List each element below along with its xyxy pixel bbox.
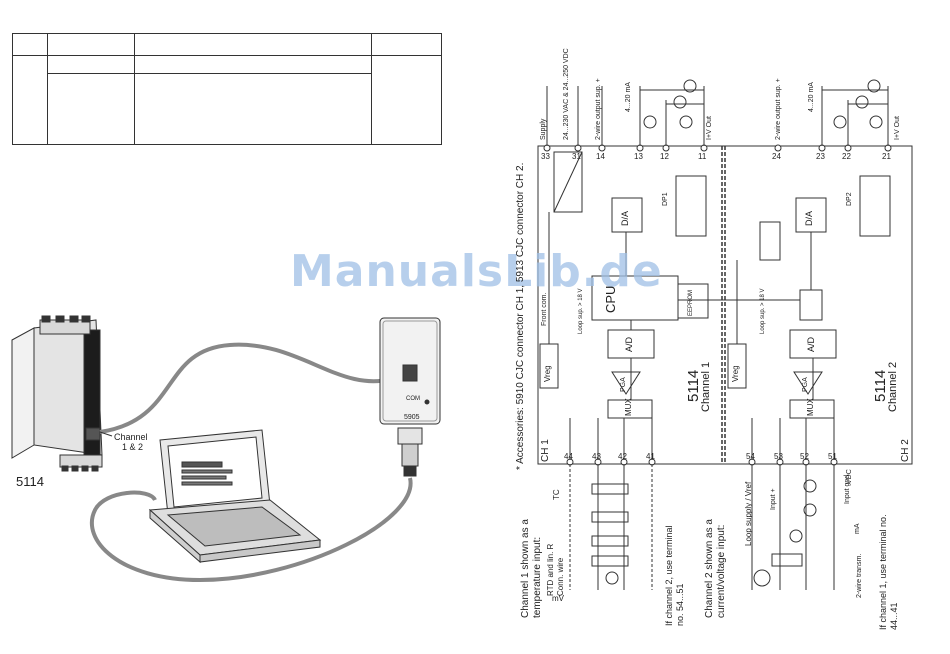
channel2-text: Channel 2 (887, 361, 899, 412)
vreg-label-ch1: Vreg (543, 365, 552, 382)
supply-label: Supply (540, 118, 547, 140)
accessories-note: * Accessories: 5910 CJC connector CH 1, … (515, 162, 526, 470)
ch2-note: Channel 2 shown as a current/voltage inp… (704, 519, 728, 618)
terminal-31: 31 (572, 152, 581, 161)
terminal-13: 13 (634, 152, 643, 161)
ch1-label: CH 1 (540, 439, 551, 462)
terminal-51: 51 (828, 452, 837, 461)
terminal-24: 24 (772, 152, 781, 161)
if-ch2-note: If channel 2, use terminal no. 54...51 (664, 525, 685, 626)
ch1-note-line2: temperature input: (532, 536, 543, 618)
loop-vref: Loop supply / Vref (744, 481, 753, 546)
ch1-conn: Conn. wire (556, 557, 565, 596)
mux-label-ch1: MUX (624, 398, 633, 416)
channel-label: Channel 1 & 2 (114, 432, 148, 452)
terminal-52: 52 (800, 452, 809, 461)
two-wire-transmitter: 2-wire transm. (856, 553, 863, 598)
terminal-11: 11 (698, 152, 707, 161)
terminal-33: 33 (541, 152, 550, 161)
channel-label-line1: Channel (114, 432, 148, 442)
terminal-53: 53 (774, 452, 783, 461)
terminal-22: 22 (842, 152, 851, 161)
cpu-label: CPU (603, 285, 618, 313)
input-plus: Input + (770, 488, 777, 510)
dp1-label: DP1 (662, 192, 669, 206)
loop-supply-ch2: Loop sup. > 18 V (760, 288, 766, 334)
ad-label-ch2: A/D (806, 336, 816, 352)
out-labels-ch2: I+V Out (894, 116, 901, 140)
laptop (148, 429, 322, 564)
revision-table (12, 33, 442, 145)
terminal-21: 21 (882, 152, 891, 161)
module-5114 (11, 315, 103, 472)
ch1-note: Channel 1 shown as a temperature input: (520, 519, 544, 618)
if-ch1-note: If channel 1, use terminal no. 44...41 (878, 514, 899, 630)
dp2-label: DP2 (846, 192, 853, 206)
channel1-text: Channel 1 (700, 361, 712, 412)
eeprom-label: EEPROM (688, 289, 694, 316)
terminal-23: 23 (816, 152, 825, 161)
vdc-label: VDC (846, 469, 853, 484)
current-out-ch1: 4...20 mA (625, 82, 632, 112)
interface-label: 5905 (404, 414, 420, 421)
terminal-14: 14 (596, 152, 605, 161)
ch1-mv: mV (552, 594, 564, 603)
ch1-rtd: RTD and lin. R (546, 543, 555, 596)
two-wire-output-ch1: 2-wire output sup. + (595, 78, 602, 140)
terminal-54: 54 (746, 452, 755, 461)
da-label-ch2: D/A (804, 210, 814, 226)
terminal-41: 41 (646, 452, 655, 461)
vreg-label-ch2: Vreg (731, 365, 740, 382)
terminal-44: 44 (564, 452, 573, 461)
supply-note: 24...230 VAC & 24...250 VDC (563, 48, 570, 140)
two-wire-output-ch2: 2-wire output sup. + (775, 78, 782, 140)
ch2-note-line1: Channel 2 shown as a (704, 519, 715, 618)
cpu-block (591, 275, 679, 321)
mux-label-ch2: MUX (806, 398, 815, 416)
terminal-12: 12 (660, 152, 669, 161)
ch1-note-line1: Channel 1 shown as a (520, 519, 531, 618)
com-label: COM (406, 396, 420, 402)
terminal-43: 43 (592, 452, 601, 461)
loop-supply-ch1: Loop sup. > 18 V (578, 288, 584, 334)
circuit-diagram (537, 79, 913, 590)
current-out-ch2: 4...20 mA (808, 82, 815, 112)
front-com-label: Front com. (541, 292, 548, 326)
device-label: 5114 (16, 474, 44, 489)
da-label-ch1: D/A (620, 210, 630, 226)
out-labels-ch1: I+V Out (706, 116, 713, 140)
ad-label-ch1: A/D (624, 336, 634, 352)
terminal-42: 42 (618, 452, 627, 461)
pga-label-ch2: PGA (802, 377, 809, 392)
channel-label-line2: 1 & 2 (122, 442, 144, 452)
ch2-label: CH 2 (900, 439, 911, 462)
ch1-tc: TC (552, 489, 561, 500)
pga-label-ch1: PGA (620, 377, 627, 392)
interface-5905 (379, 317, 441, 477)
ch2-note-line2: current/voltage input: (716, 524, 727, 618)
ma-label: mA (854, 523, 861, 535)
watermark-text: ManualsLib.de (290, 246, 663, 297)
